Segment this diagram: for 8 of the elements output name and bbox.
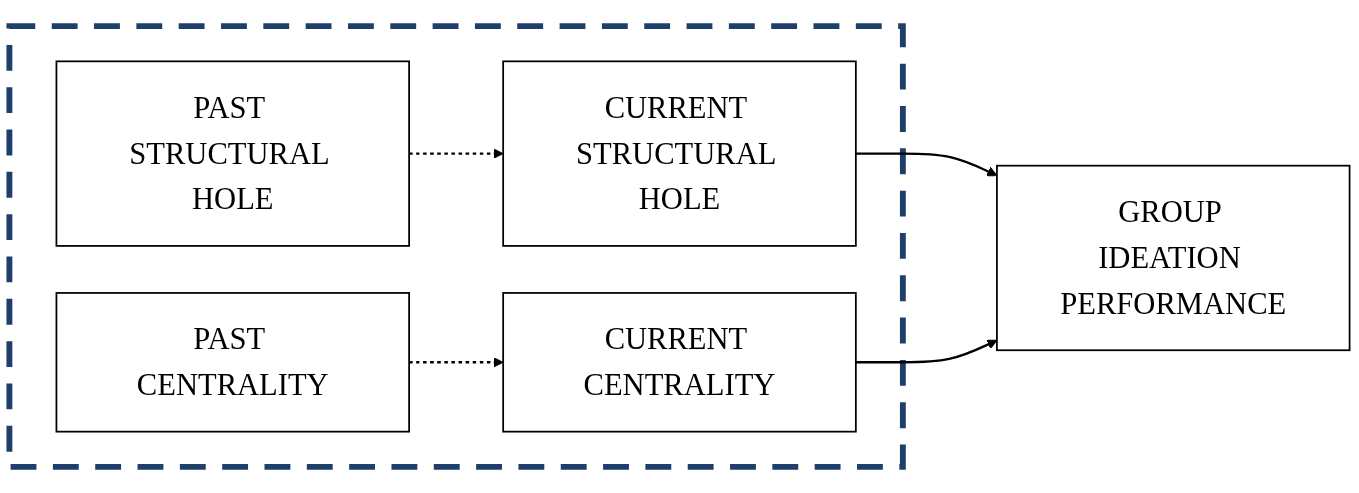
arrow — [409, 148, 504, 159]
node-box: PAST STRUCTURAL HOLE — [55, 60, 410, 247]
node-box: CURRENT CENTRALITY — [502, 292, 857, 433]
node-box: GROUP IDEATION PERFORMANCE — [996, 164, 1351, 352]
cluster — [6, 23, 906, 470]
node-box: PAST CENTRALITY — [55, 292, 410, 433]
node-box: CURRENT STRUCTURAL HOLE — [502, 60, 857, 247]
arrow — [409, 357, 504, 368]
